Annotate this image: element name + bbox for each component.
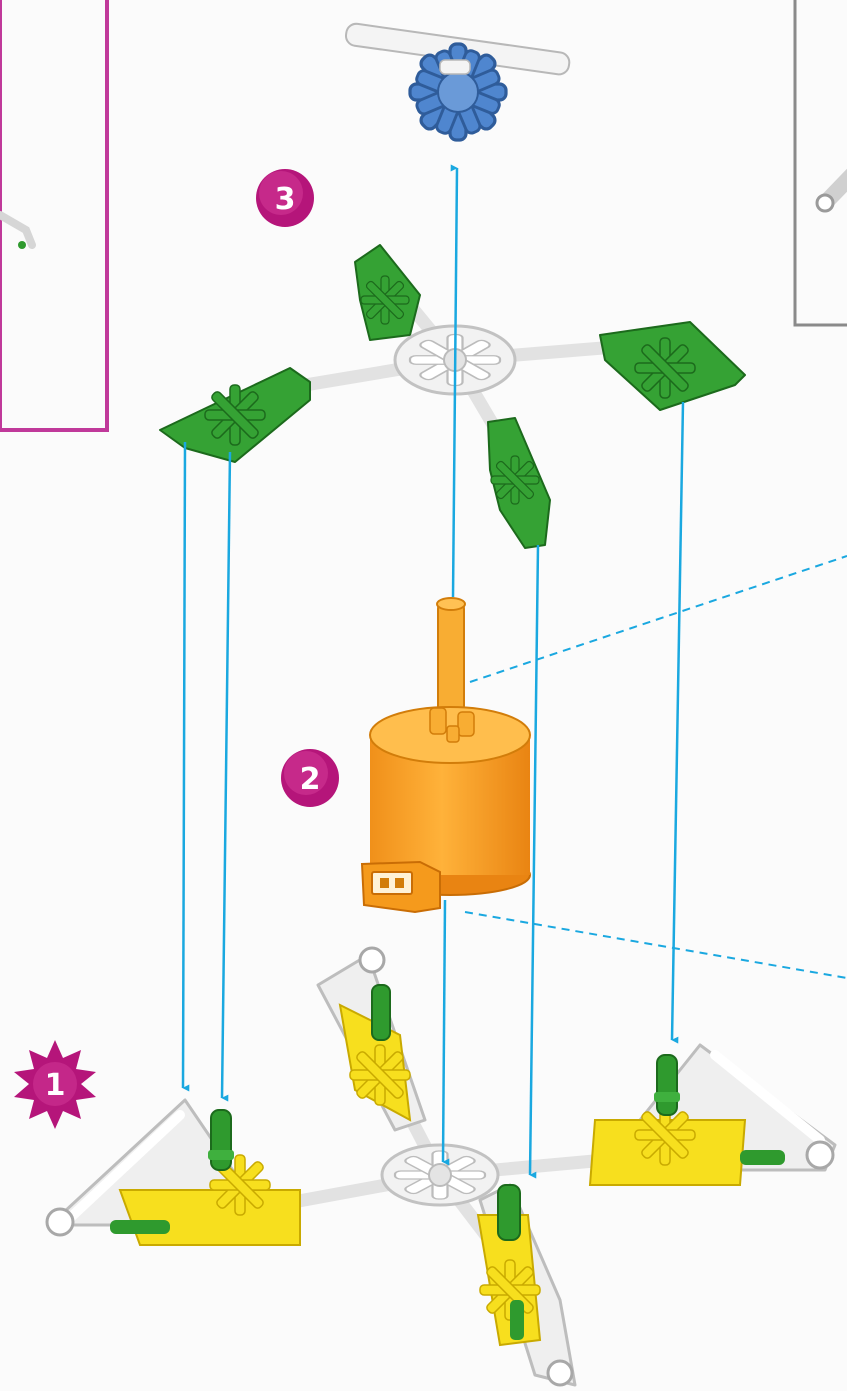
upper-ring-assembly (160, 245, 745, 548)
orange-motor (362, 598, 530, 912)
green-connector-back (355, 245, 420, 340)
base-front-foot (478, 1185, 575, 1385)
green-connector-front (488, 418, 550, 548)
left-inset-part-fragment (0, 215, 32, 249)
step-badge-2: 2 (281, 749, 339, 807)
step-badge-3: 3 (256, 169, 314, 227)
base-back-foot (318, 948, 425, 1130)
arrow-front (530, 545, 538, 1175)
left-inset-frame (0, 0, 107, 430)
step-badge-3-number: 3 (275, 182, 296, 217)
arrow-left-inner (222, 452, 230, 1098)
right-inset-part-fragment (817, 175, 847, 211)
base-right-foot (590, 1045, 835, 1185)
right-inset-frame (795, 0, 847, 325)
assembly-arrows (183, 168, 683, 1175)
step-badge-1: 1 (14, 1040, 96, 1129)
green-connector-right (600, 322, 745, 410)
dashed-guide-line-upper (470, 556, 847, 682)
arrow-left-outer (183, 442, 185, 1088)
base-left-foot (47, 1100, 300, 1245)
arrow-right (672, 402, 683, 1040)
arrow-motor-to-base (443, 900, 445, 1162)
dashed-guide-line-lower (465, 912, 847, 978)
blue-snowflake-connector (345, 23, 571, 149)
step-badge-2-number: 2 (300, 762, 321, 797)
green-connector-left (160, 368, 310, 462)
step-badge-1-number: 1 (45, 1068, 66, 1103)
base-assembly (47, 948, 835, 1385)
base-hub (382, 1145, 498, 1205)
